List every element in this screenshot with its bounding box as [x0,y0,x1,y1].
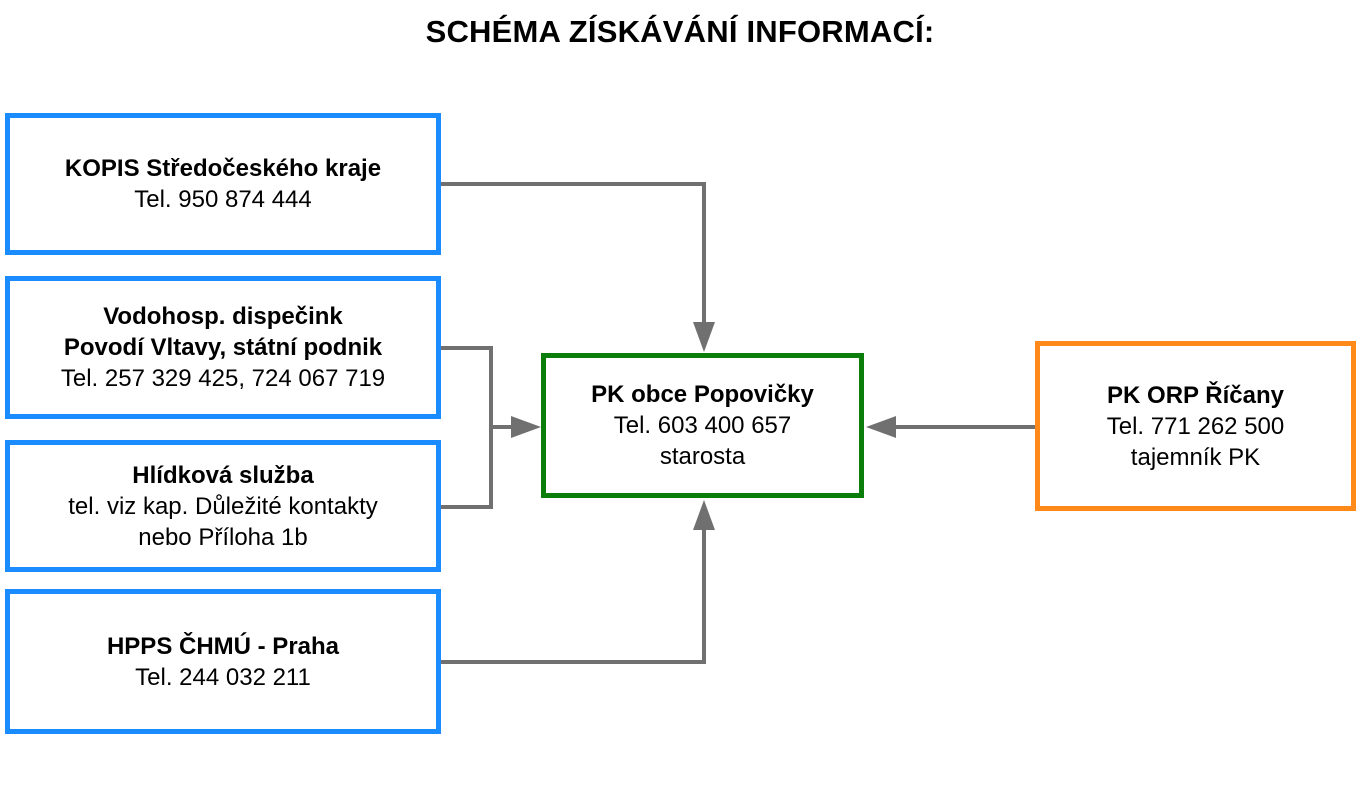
node-orp-name: PK ORP Říčany [1107,381,1284,409]
edge-orp-arrowhead [866,416,896,438]
node-center-name: PK obce Popovičky [591,381,814,408]
edge-hlidka-to-center [441,427,493,509]
node-center-phone: Tel. 603 400 657 [613,412,792,439]
node-orp-role: tajemník PK [1130,443,1261,471]
node-vodo-name-line2: Povodí Vltavy, státní podnik [63,334,383,361]
node-hlidka-line2: tel. viz kap. Důležité kontakty [68,492,378,520]
edge-bracket-arrowhead [511,416,541,438]
node-hpps-name: HPPS ČHMÚ - Praha [106,632,340,660]
node-hlidka-name: Hlídková služba [132,461,314,489]
node-kopis: KOPIS Středočeského kraje Tel. 950 874 4… [5,113,441,255]
edge-kopis-arrowhead [693,322,715,352]
node-center: PK obce Popovičky Tel. 603 400 657 staro… [541,353,864,498]
edge-vodo-to-center [441,346,493,427]
node-vodo-name-line1: Vodohosp. dispečink [103,303,343,330]
node-center-role: starosta [659,443,746,470]
node-hpps-phone: Tel. 244 032 211 [135,663,311,691]
node-vodo: Vodohosp. dispečink Povodí Vltavy, státn… [5,276,441,419]
edge-hpps-to-center [441,528,706,664]
edge-kopis-to-center [441,182,706,324]
node-hpps: HPPS ČHMÚ - Praha Tel. 244 032 211 [5,589,441,734]
node-orp-phone: Tel. 771 262 500 [1106,412,1285,440]
node-orp: PK ORP Říčany Tel. 771 262 500 tajemník … [1035,341,1356,511]
diagram-title: SCHÉMA ZÍSKÁVÁNÍ INFORMACÍ: [425,14,935,49]
node-kopis-name: KOPIS Středočeského kraje [64,155,382,182]
node-kopis-phone: Tel. 950 874 444 [134,186,312,213]
node-hlidka-line3: nebo Příloha 1b [138,523,308,551]
node-hlidka: Hlídková služba tel. viz kap. Důležité k… [5,440,441,572]
edge-hpps-arrowhead [693,500,715,530]
node-vodo-phone: Tel. 257 329 425, 724 067 719 [60,365,386,392]
